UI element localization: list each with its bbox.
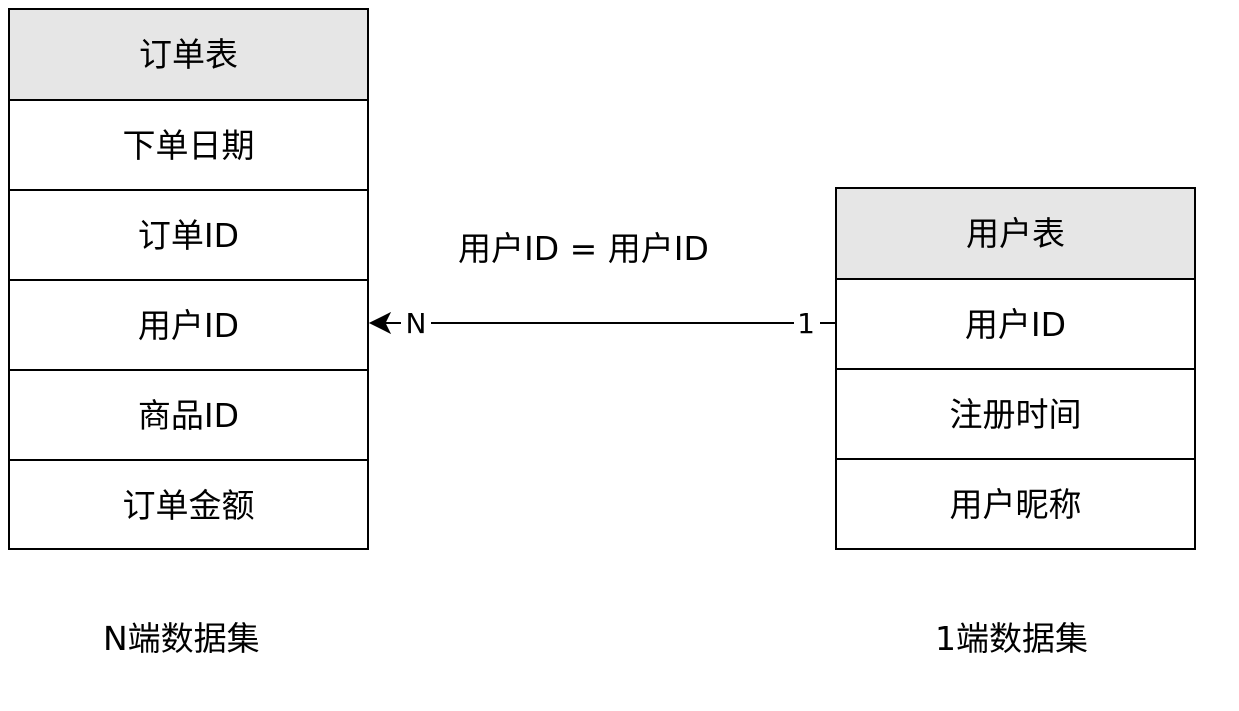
orders-field-order-id: 订单ID	[10, 189, 367, 279]
join-condition-label: 用户ID = 用户ID	[458, 229, 709, 268]
one-side-caption: 1端数据集	[935, 619, 1088, 658]
users-field-register-time: 注册时间	[837, 368, 1194, 458]
users-field-user-id: 用户ID	[837, 278, 1194, 368]
users-field-nickname: 用户昵称	[837, 458, 1194, 548]
many-end-label-bg	[401, 306, 431, 340]
users-table: 用户表 用户ID 注册时间 用户昵称	[835, 187, 1196, 550]
users-table-title: 用户表	[837, 189, 1194, 278]
n-side-caption: N端数据集	[103, 619, 260, 658]
orders-table: 订单表 下单日期 订单ID 用户ID 商品ID 订单金额	[8, 8, 369, 550]
orders-field-user-id: 用户ID	[10, 279, 367, 369]
orders-field-product-id: 商品ID	[10, 369, 367, 459]
many-end-label: N	[406, 307, 427, 340]
orders-field-order-amount: 订单金额	[10, 459, 367, 549]
one-end-label: 1	[797, 307, 815, 340]
arrowhead-icon	[368, 311, 392, 335]
orders-field-order-date: 下单日期	[10, 99, 367, 189]
one-end-label-bg	[794, 306, 820, 340]
orders-table-title: 订单表	[10, 10, 367, 99]
